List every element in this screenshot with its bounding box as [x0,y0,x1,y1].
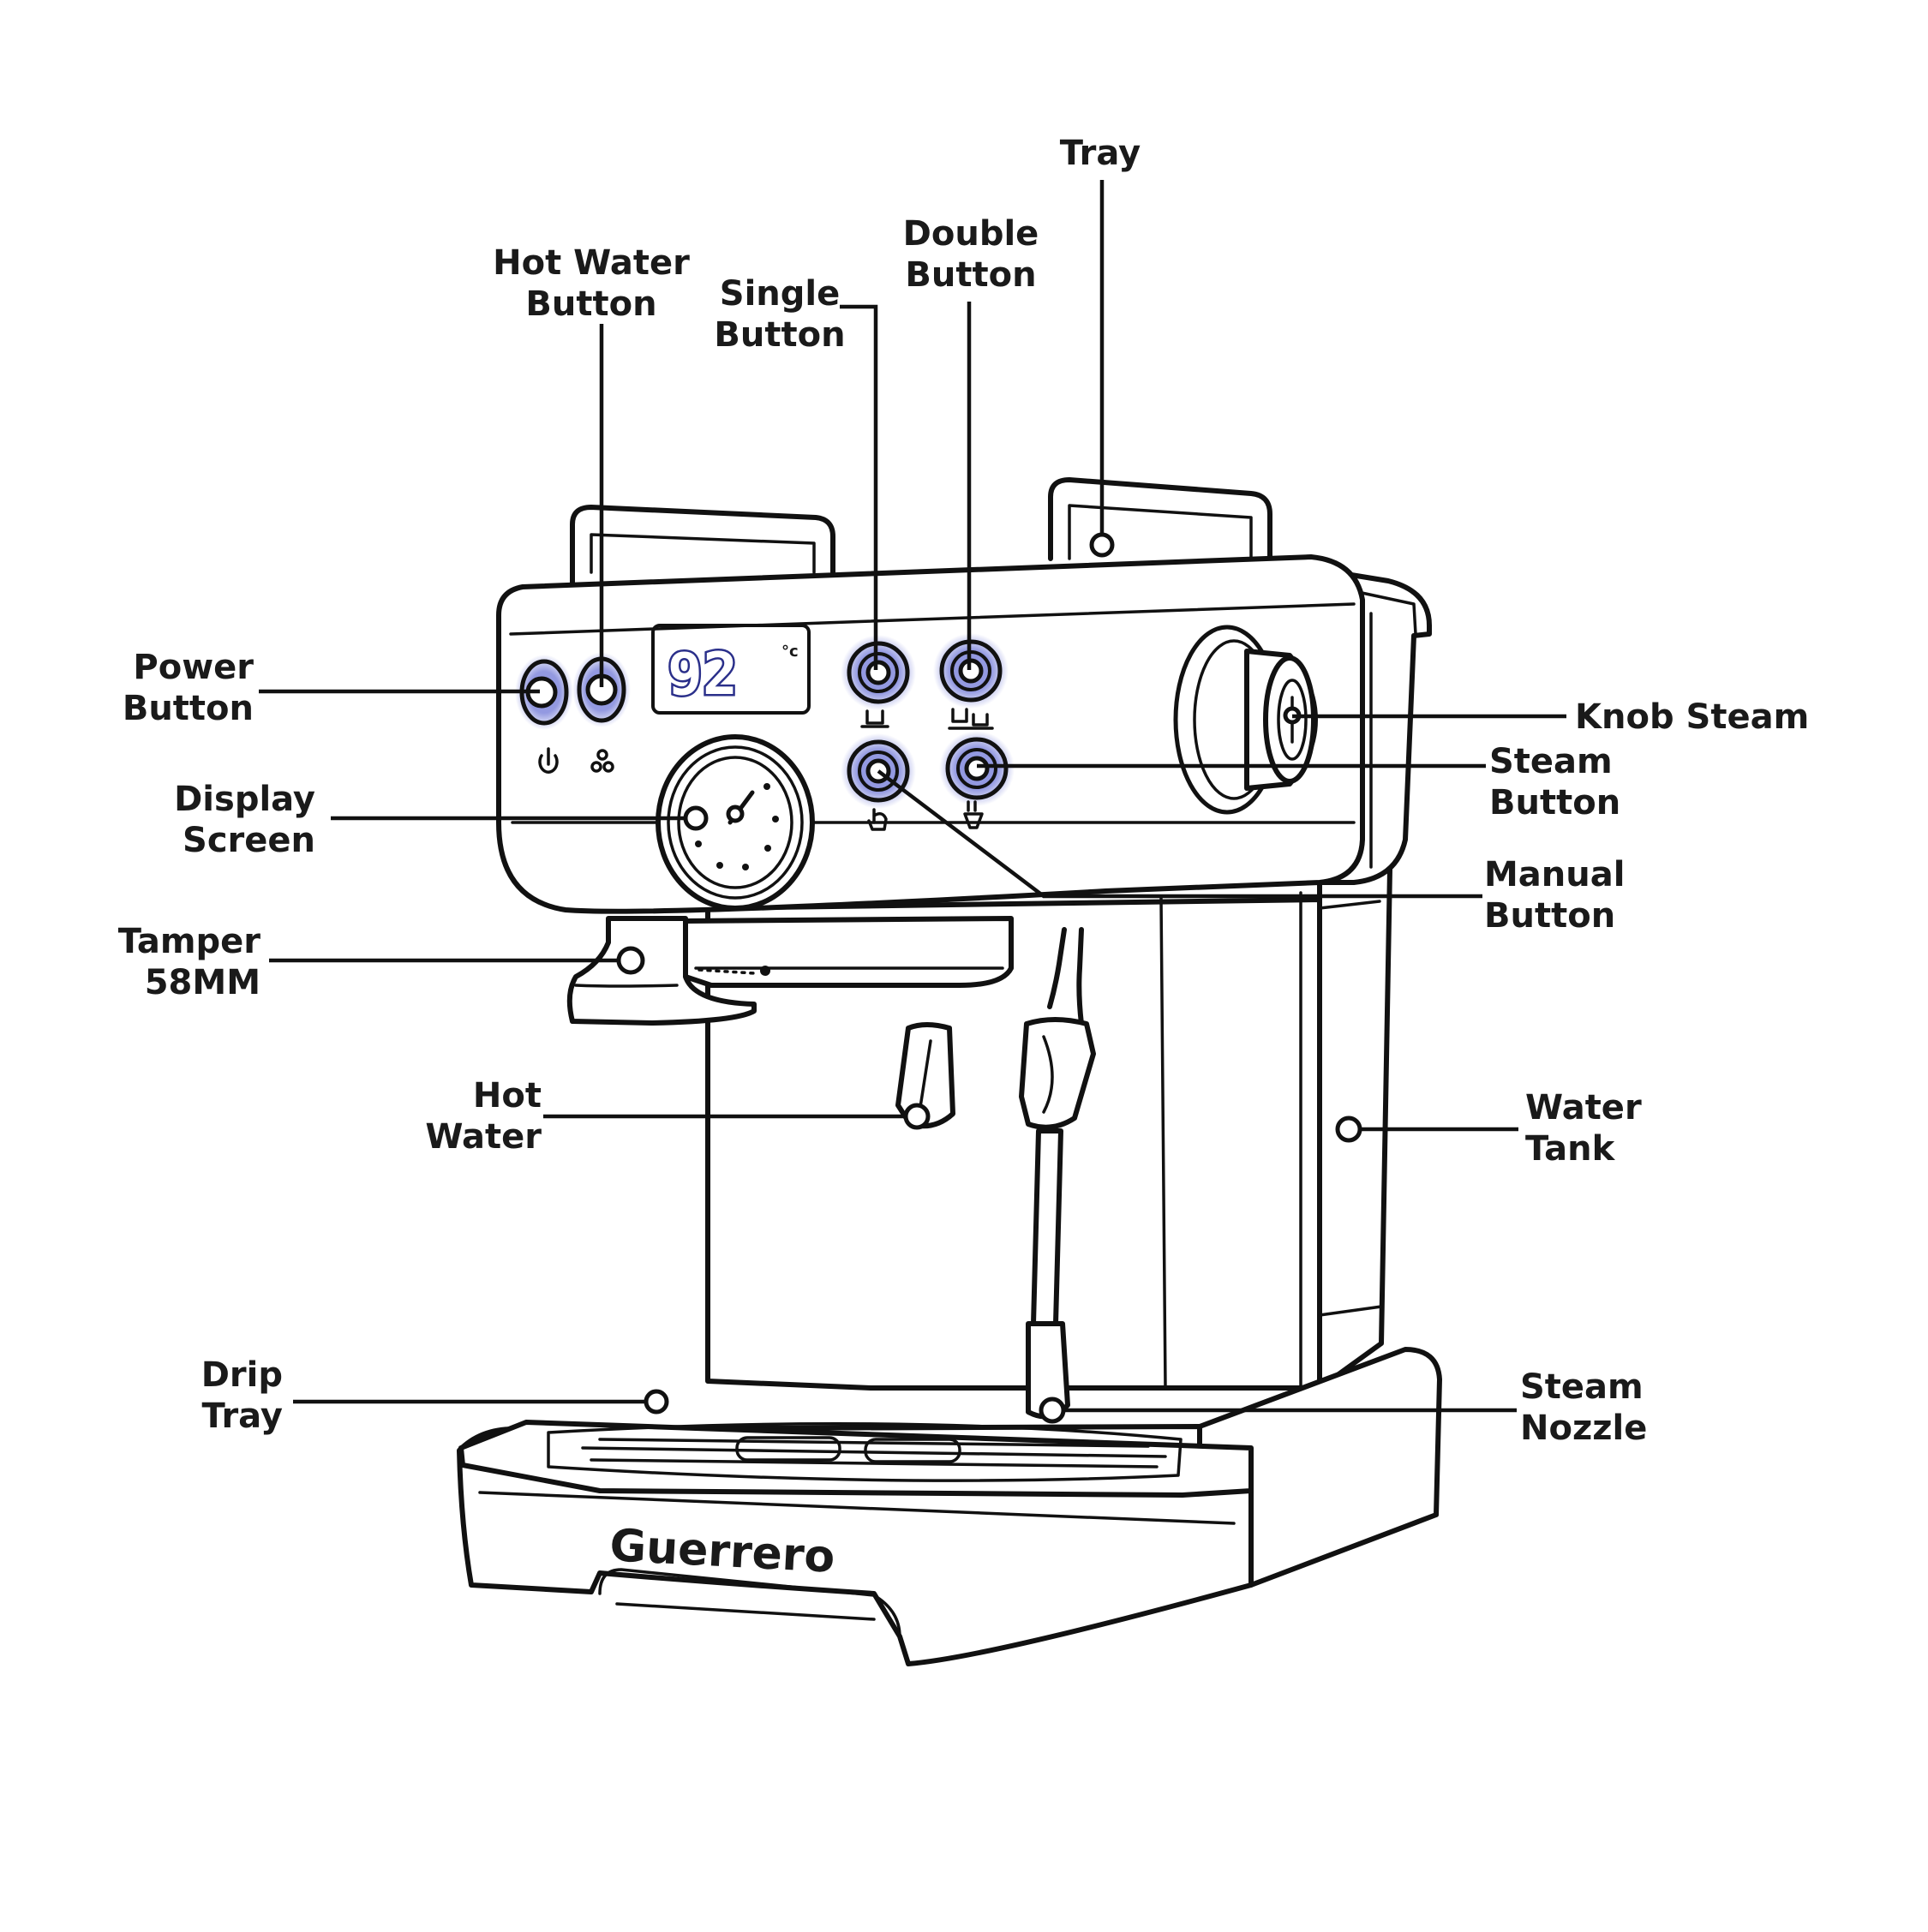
svg-text:Manual: Manual [1484,855,1625,894]
svg-text:Tray: Tray [1060,134,1141,173]
svg-text:Steam: Steam [1489,742,1613,781]
label-water-tank: Water Tank [1525,1088,1642,1169]
group-head [683,916,1014,988]
svg-text:Steam: Steam [1520,1367,1644,1407]
svg-text:Double: Double [903,214,1039,254]
svg-text:Display: Display [174,780,315,819]
portafilter-tamper [566,916,757,1026]
label-power-button: Power Button [123,648,254,728]
svg-text:Single: Single [720,274,840,314]
svg-text:Tray: Tray [202,1397,283,1436]
callout-leaders [259,180,1566,1424]
double-cup-icon [948,708,994,730]
manual-hand-icon [867,808,888,831]
label-single-button: Single Button [714,274,845,355]
label-display-screen: Display Screen [174,780,315,860]
label-tamper: Tamper 58MM [118,922,261,1002]
svg-text:Hot: Hot [473,1076,542,1116]
svg-text:Button: Button [1484,896,1615,936]
svg-text:58MM: 58MM [145,963,260,1002]
power-icon [538,747,559,774]
svg-text:Button: Button [123,689,254,728]
svg-text:Drip: Drip [201,1355,283,1395]
hot-water-drops-icon [590,749,614,773]
display-unit: °c [781,643,799,661]
svg-text:Water: Water [1525,1088,1642,1127]
pressure-gauge [656,734,815,911]
svg-text:Water: Water [425,1117,542,1157]
svg-text:Button: Button [1489,783,1620,822]
svg-text:Tank: Tank [1525,1129,1616,1169]
svg-text:Hot Water: Hot Water [493,243,690,283]
steam-icon [963,800,984,829]
single-button[interactable] [841,635,916,710]
label-hot-water: Hot Water [425,1076,542,1157]
svg-text:Knob Steam: Knob Steam [1575,697,1809,737]
steam-button[interactable] [939,731,1015,806]
label-drip-tray: Drip Tray [201,1355,283,1436]
label-steam-button: Steam Button [1489,742,1620,822]
label-double-button: Double Button [903,214,1039,295]
display-screen: 92 °c [651,624,811,715]
label-knob-steam: Knob Steam [1575,697,1809,737]
svg-text:Button: Button [525,284,656,324]
drip-grate [547,1421,1183,1482]
hot-water-button[interactable] [572,652,631,727]
label-tray: Tray [1060,134,1141,173]
label-hot-water-button: Hot Water Button [493,243,690,324]
drip-tray-base [457,1347,1442,1666]
display-temperature: 92 [668,641,738,709]
steam-wand [1019,927,1096,1420]
top-tray-rails [570,477,1272,585]
steam-knob[interactable] [1173,625,1318,815]
svg-text:Button: Button [714,315,845,355]
label-manual-button: Manual Button [1484,855,1625,936]
svg-text:Power: Power [133,648,254,687]
brand-logo: Guerrero [608,1520,836,1583]
single-cup-icon [860,709,889,728]
machine-body [705,867,1392,1391]
label-steam-nozzle: Steam Nozzle [1520,1367,1647,1448]
svg-text:Button: Button [905,255,1036,295]
svg-text:Tamper: Tamper [118,922,261,961]
svg-text:Nozzle: Nozzle [1520,1409,1647,1448]
svg-text:Screen: Screen [183,821,315,860]
